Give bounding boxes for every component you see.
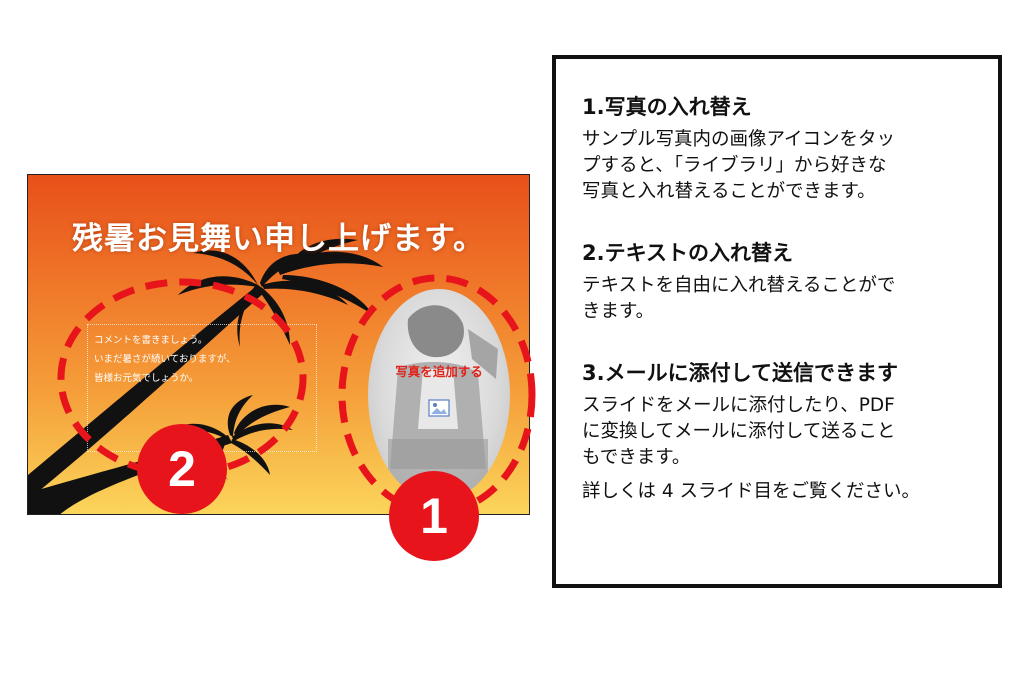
instruction-panel: 1.写真の入れ替え サンプル写真内の画像アイコンをタッ プすると、「ライブラリ」… bbox=[552, 55, 1002, 588]
section-line: 写真と入れ替えることができます。 bbox=[582, 181, 876, 202]
section-heading: 3.メールに添付して送信できます bbox=[582, 361, 898, 385]
section-photo-replace: 1.写真の入れ替え サンプル写真内の画像アイコンをタッ プすると、「ライブラリ」… bbox=[582, 93, 998, 205]
comment-line: コメントを書きましょう。 bbox=[94, 335, 208, 346]
section-note: 詳しくは 4 スライド目をご覧ください。 bbox=[582, 481, 921, 502]
section-heading: 1.写真の入れ替え bbox=[582, 95, 752, 119]
section-text-replace: 2.テキストの入れ替え テキストを自由に入れ替えることがで きます。 bbox=[582, 239, 998, 325]
image-placeholder-icon[interactable] bbox=[428, 399, 450, 417]
photo-placeholder[interactable]: 写真を追加する bbox=[368, 289, 510, 501]
section-line: テキストを自由に入れ替えることがで bbox=[582, 275, 896, 296]
section-line: もできます。 bbox=[582, 447, 691, 468]
section-line: きます。 bbox=[582, 301, 655, 322]
card-title[interactable]: 残暑お見舞い申し上げます。 bbox=[72, 221, 485, 257]
section-line: スライドをメールに添付したり、PDF bbox=[582, 395, 895, 416]
comment-line: いまだ暑さが続いておりますが、 bbox=[94, 354, 236, 365]
step-badge-1: 1 bbox=[389, 471, 479, 561]
section-line: サンプル写真内の画像アイコンをタッ bbox=[582, 129, 896, 150]
section-line: プすると、「ライブラリ」から好きな bbox=[582, 155, 887, 176]
section-line: に変換してメールに添付して送ること bbox=[582, 421, 896, 442]
sample-photo bbox=[388, 305, 498, 501]
greeting-card-preview: 残暑お見舞い申し上げます。 コメントを書きましょう。 いまだ暑さが続いております… bbox=[27, 174, 530, 515]
section-heading: 2.テキストの入れ替え bbox=[582, 241, 793, 265]
add-photo-label[interactable]: 写真を追加する bbox=[395, 364, 483, 379]
section-mail-send: 3.メールに添付して送信できます スライドをメールに添付したり、PDF に変換し… bbox=[582, 359, 998, 505]
comment-line: 皆様お元気でしょうか。 bbox=[94, 373, 199, 384]
step-badge-2: 2 bbox=[137, 424, 227, 514]
